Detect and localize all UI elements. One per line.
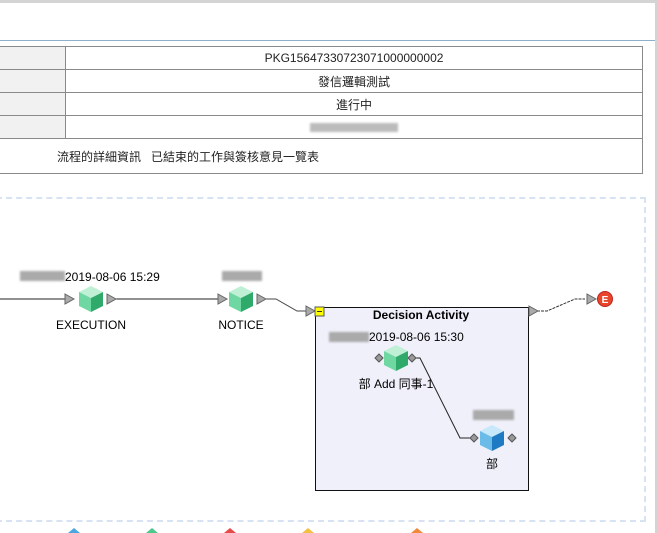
redacted-text xyxy=(329,332,369,342)
end-event-icon xyxy=(597,291,613,307)
port-icon xyxy=(374,353,384,363)
table-row: 發信邏輯測試 xyxy=(0,69,643,93)
header-divider xyxy=(0,40,655,41)
row-label xyxy=(0,115,66,139)
right-border xyxy=(655,0,658,533)
port-icon xyxy=(305,305,317,317)
port-icon xyxy=(528,305,540,317)
edge xyxy=(537,298,585,312)
redacted-text xyxy=(20,271,65,281)
finished-tasks-link[interactable]: 已結束的工作與簽核意見一覽表 xyxy=(151,149,320,164)
process-name-value: 發信邏輯測試 xyxy=(65,69,643,93)
port-icon xyxy=(507,433,517,443)
node-current[interactable]: 部 xyxy=(473,410,514,471)
node-execution[interactable]: 2019-08-06 15:29 EXECUTION xyxy=(20,270,160,332)
table-row: 流程的詳細資訊 已結束的工作與簽核意見一覽表 xyxy=(0,138,643,174)
port-icon xyxy=(256,293,268,305)
activity-cube-icon xyxy=(79,286,103,312)
row-label xyxy=(0,92,66,116)
edge xyxy=(266,298,308,312)
legend-icon xyxy=(146,528,158,533)
top-border xyxy=(0,0,658,3)
end-letter: E xyxy=(602,295,609,306)
port-icon xyxy=(407,353,417,363)
table-row: PKG15647330723071000000002 xyxy=(0,46,643,70)
process-diagram-canvas xyxy=(0,197,646,522)
redacted-text xyxy=(473,410,514,420)
row-label xyxy=(0,69,66,93)
table-row xyxy=(0,115,643,139)
node-label: NOTICE xyxy=(218,318,263,332)
links-cell: 流程的詳細資訊 已結束的工作與簽核意見一覽表 xyxy=(0,138,643,174)
process-info-table: PKG15647330723071000000002 發信邏輯測試 進行中 流程… xyxy=(0,46,643,174)
node-add-colleague[interactable]: 2019-08-06 15:30 部 Add 同事-1 xyxy=(329,330,464,391)
minus-glyph xyxy=(317,311,322,312)
port-icon xyxy=(586,293,598,305)
redacted-text xyxy=(222,271,262,281)
port-icon xyxy=(217,293,229,305)
end-node[interactable]: E xyxy=(597,291,613,307)
activity-cube-icon xyxy=(229,286,253,312)
legend-icon xyxy=(224,528,236,533)
port-icon xyxy=(469,433,479,443)
table-row: 進行中 xyxy=(0,92,643,116)
package-id-value: PKG15647330723071000000002 xyxy=(65,46,643,70)
legend-icon xyxy=(302,528,314,533)
legend-icon xyxy=(411,528,423,533)
row-label xyxy=(0,46,66,70)
port-icon xyxy=(64,293,76,305)
port-icon xyxy=(106,293,118,305)
redacted-value xyxy=(65,115,643,139)
process-detail-link[interactable]: 流程的詳細資訊 xyxy=(57,149,142,164)
node-label: 部 Add 同事-1 xyxy=(359,376,434,391)
node-label: EXECUTION xyxy=(56,318,126,332)
node-notice[interactable]: NOTICE xyxy=(218,271,264,332)
legend-icon xyxy=(68,528,80,533)
node-label: 部 xyxy=(486,456,498,471)
node-time: 2019-08-06 15:30 xyxy=(369,330,464,344)
decision-title: Decision Activity xyxy=(373,308,470,322)
node-time: 2019-08-06 15:29 xyxy=(65,270,160,284)
legend-icons xyxy=(68,528,423,533)
